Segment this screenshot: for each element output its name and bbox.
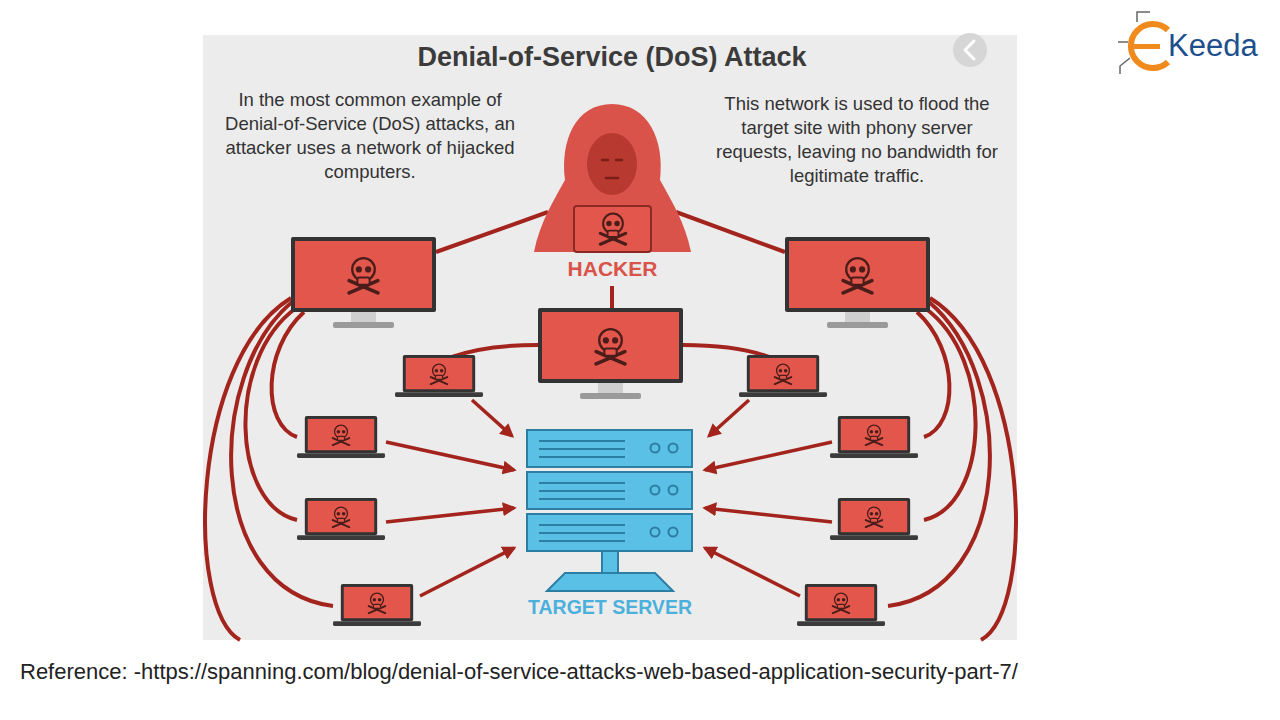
hijacked-laptop [830,416,918,458]
flood-arrow [709,400,749,436]
hijacked-monitor [785,237,930,328]
wire [272,312,304,437]
flood-arrows [386,400,832,596]
server-unit [527,430,692,467]
flood-arrow [705,508,832,522]
wire [676,212,785,252]
flood-arrow [705,442,832,470]
flood-note: This network is used to flood the target… [708,92,1006,188]
server-slots [539,441,625,457]
server-led [669,528,678,537]
wire-group [205,212,1016,640]
hijacked-laptop [333,584,421,626]
server-base [547,573,673,591]
server-slots [539,483,625,499]
wire [930,298,1016,640]
server-led [669,486,678,495]
target-server: TARGET SERVER [505,425,715,620]
hacker-hood [534,104,691,252]
hacker-laptop [574,206,651,252]
wire [245,308,297,520]
back-button [953,33,987,67]
hijacked-laptop [739,355,827,397]
hijacked-monitor [538,308,683,399]
logo-mark [1118,12,1168,74]
flood-arrow [705,548,800,596]
circuit-line [1137,12,1150,22]
logo-text: Keeda [1168,28,1278,64]
server-unit [527,472,692,509]
hijacked-laptop [395,355,483,397]
node-label: TARGET SERVER [505,595,715,619]
intro-note: In the most common example of Denial-of-… [222,88,518,184]
node-label: HACKER [530,257,695,281]
flood-arrow [420,548,514,596]
wire [205,298,291,640]
flood-arrow [472,400,512,436]
server-slots [539,525,625,541]
hacker-figure-shape [530,100,695,255]
hacker-features [602,160,622,178]
hijacked-monitor [291,237,436,328]
skull-symbol [600,214,625,245]
hacker-face [587,133,637,195]
hijacked-laptop [797,584,885,626]
hacker-figure: HACKER [530,100,695,285]
image-panel [203,35,1017,640]
back-chevron [965,41,974,59]
wire [610,286,614,308]
server-led [651,486,660,495]
server-led [651,444,660,453]
wire [924,308,976,520]
hijacked-laptop [297,416,385,458]
server-pole [602,551,618,573]
wire [436,212,548,252]
hijacked-laptop [830,498,918,540]
server-led [651,528,660,537]
server-led [669,444,678,453]
flood-arrow [386,442,514,470]
hijacked-laptop [297,498,385,540]
target-server-shape [505,425,715,593]
logo-e-arc [1131,24,1168,68]
wire [917,312,949,437]
server-unit [527,514,692,551]
diagram-title: Denial-of-Service (DoS) Attack [312,40,912,74]
reference-caption: Reference: -https://spanning.com/blog/de… [20,658,1180,685]
flood-arrow [386,508,514,522]
logo-e-bar [1134,44,1160,49]
